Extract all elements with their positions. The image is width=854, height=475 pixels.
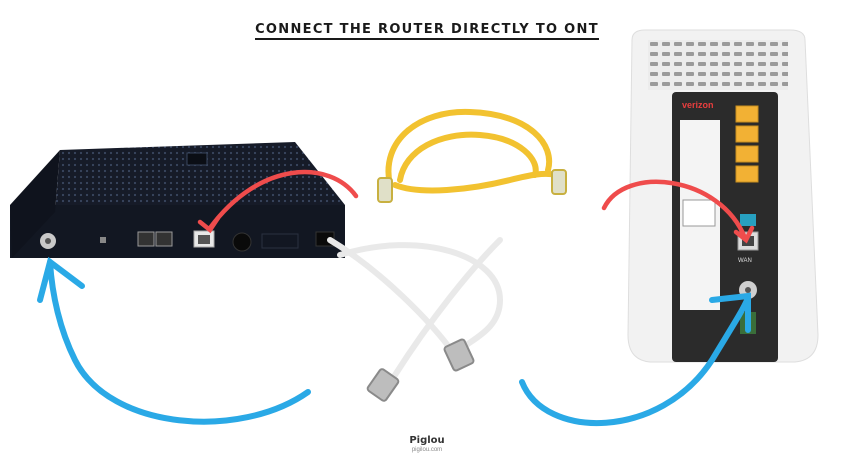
ont-brand: verizon [682, 100, 714, 110]
watermark-name: Piglou [409, 435, 445, 446]
page-title-text: CONNECT THE ROUTER DIRECTLY TO ONT [255, 22, 599, 40]
watermark: Piglou pigilou.com [0, 435, 854, 453]
router-power-jack [232, 232, 252, 252]
router-lan-port [137, 231, 155, 247]
ont-vents [648, 40, 788, 90]
red-arrow-router [197, 169, 359, 234]
ont-wan-label: WAN [738, 258, 752, 264]
watermark-url: pigilou.com [411, 447, 443, 453]
ont-lan-port [735, 165, 759, 183]
ont-lan-port [735, 125, 759, 143]
router-front [10, 205, 345, 258]
router [10, 142, 345, 258]
ont-device: verizon WAN [627, 29, 819, 363]
router-top [55, 142, 345, 212]
ethernet-cable [377, 108, 567, 203]
page-title: CONNECT THE ROUTER DIRECTLY TO ONT [0, 22, 854, 40]
ont-lan-port [735, 145, 759, 163]
red-arrow-ont [601, 179, 755, 244]
ont-lan-port [735, 105, 759, 123]
coax-cable [327, 237, 504, 402]
blue-arrow-router [37, 256, 311, 425]
blue-arrow-ont [519, 292, 751, 427]
router-lan-port [155, 231, 173, 247]
